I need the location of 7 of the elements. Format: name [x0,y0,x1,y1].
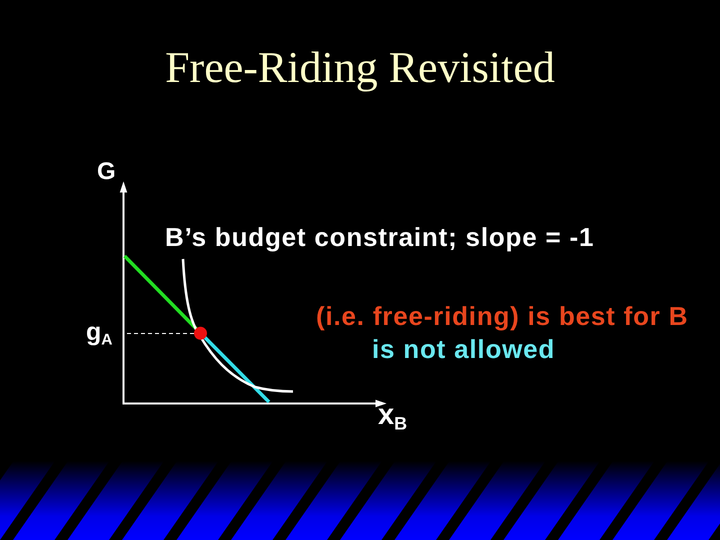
axis-label: x$_{B}$ [378,399,408,432]
annotation-text: (i.e. free-riding) is best for B [316,302,688,332]
annotation-text: is not allowed [372,335,556,365]
annotation-text: B’s budget constraint; slope = -1 [165,223,594,253]
axis-label: G [97,158,116,186]
axis-value-label: g$_{A}$ [86,318,112,347]
slide-title: Free-Riding Revisited [165,42,555,94]
